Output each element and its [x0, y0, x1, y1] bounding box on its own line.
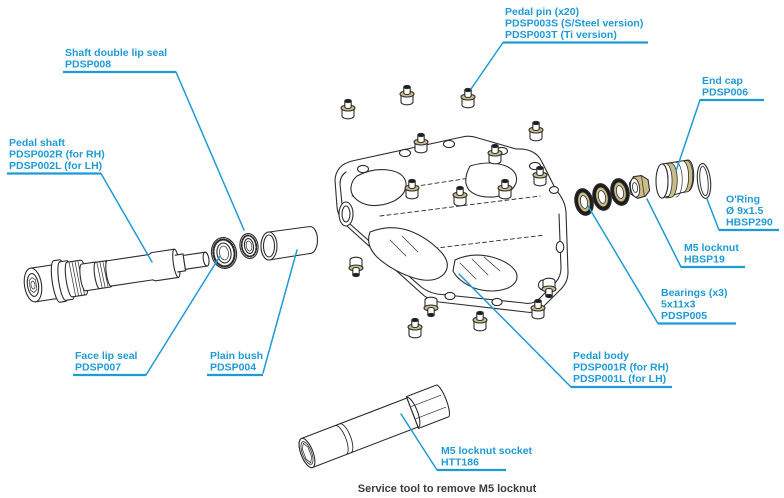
end-cap-drawing	[655, 159, 695, 199]
leader-line	[262, 249, 298, 374]
leader-line	[458, 273, 572, 388]
label-line: O'Ring	[726, 194, 760, 206]
label-line: Pedal shaft	[9, 137, 66, 149]
pedal-pin-drawing	[399, 84, 415, 106]
label-line: PDSP001R (for RH)	[573, 362, 669, 374]
leader-line	[175, 71, 245, 231]
label-m5-locknut-socket: M5 locknut socket HTT186	[441, 445, 533, 469]
label-line: Ø 9x1.5	[726, 205, 764, 217]
m5-locknut-socket-drawing	[298, 384, 451, 469]
label-line: PDSP002L (for LH)	[9, 160, 102, 172]
leader-line	[470, 41, 504, 90]
leader-line	[587, 205, 659, 325]
label-line: M5 locknut socket	[441, 445, 533, 457]
label-line: PDSP004	[210, 362, 256, 374]
shaft-double-lip-seal-drawing	[239, 233, 259, 259]
label-pedal-body: Pedal body PDSP001R (for RH) PDSP001L (f…	[573, 350, 669, 385]
leader-line	[145, 255, 221, 376]
label-line: PDSP007	[75, 362, 121, 374]
label-line: PDSP005	[661, 310, 707, 322]
labels: Pedal pin (x20) PDSP003S (S/Steel versio…	[9, 6, 773, 469]
label-line: M5 locknut	[684, 242, 739, 254]
leader-line	[100, 172, 153, 263]
plain-bush-drawing	[260, 225, 319, 261]
label-line: Pedal pin (x20)	[505, 6, 579, 18]
label-line: 5x11x3	[661, 299, 696, 311]
label-line: Shaft double lip seal	[65, 47, 167, 59]
leader-line	[400, 413, 438, 471]
label-oring: O'Ring Ø 9x1.5 HBSP290	[726, 194, 773, 229]
pedal-shaft-drawing	[23, 248, 210, 303]
label-line: Plain bush	[210, 350, 263, 362]
bearings-drawing	[574, 178, 630, 216]
label-m5-locknut: M5 locknut HBSP19	[684, 242, 739, 266]
label-pedal-shaft: Pedal shaft PDSP002R (for RH) PDSP002L (…	[9, 137, 105, 172]
leader-line	[675, 99, 701, 172]
label-face-lip-seal: Face lip seal PDSP007	[75, 350, 138, 374]
label-shaft-double-lip-seal: Shaft double lip seal PDSP008	[65, 47, 167, 71]
label-line: HTT186	[441, 457, 479, 469]
label-line: HBSP290	[726, 217, 773, 229]
pedal-pin-drawing	[472, 310, 488, 332]
label-end-cap: End cap PDSP006	[702, 75, 748, 99]
label-bearings: Bearings (x3) 5x11x3 PDSP005	[661, 287, 728, 322]
label-line: PDSP006	[702, 87, 748, 99]
oring-drawing	[696, 163, 712, 199]
label-line: PDSP002R (for RH)	[9, 149, 105, 161]
pedal-pin-drawing	[460, 87, 476, 109]
leader-line	[706, 198, 720, 231]
label-line: PDSP003T (Ti version)	[505, 29, 617, 41]
label-line: Face lip seal	[75, 350, 138, 362]
label-line: Bearings (x3)	[661, 287, 728, 299]
service-tool-caption: Service tool to remove M5 locknut	[358, 483, 537, 495]
label-line: PDSP001L (for LH)	[573, 373, 666, 385]
label-line: PDSP003S (S/Steel version)	[505, 18, 643, 30]
label-line: PDSP008	[65, 59, 111, 71]
leader-lines	[7, 41, 779, 472]
label-plain-bush: Plain bush PDSP004	[210, 350, 263, 374]
pedal-pin-drawing	[528, 120, 544, 142]
label-line: End cap	[702, 75, 743, 87]
pedal-pin-drawing	[340, 98, 356, 120]
leader-line	[646, 198, 682, 268]
pedal-body-drawing	[334, 132, 569, 318]
label-line: HBSP19	[684, 254, 725, 266]
label-pedal-pin: Pedal pin (x20) PDSP003S (S/Steel versio…	[505, 6, 643, 41]
m5-locknut-drawing	[628, 175, 651, 199]
label-line: Pedal body	[573, 350, 629, 362]
pedal-pin-drawing	[407, 317, 423, 339]
